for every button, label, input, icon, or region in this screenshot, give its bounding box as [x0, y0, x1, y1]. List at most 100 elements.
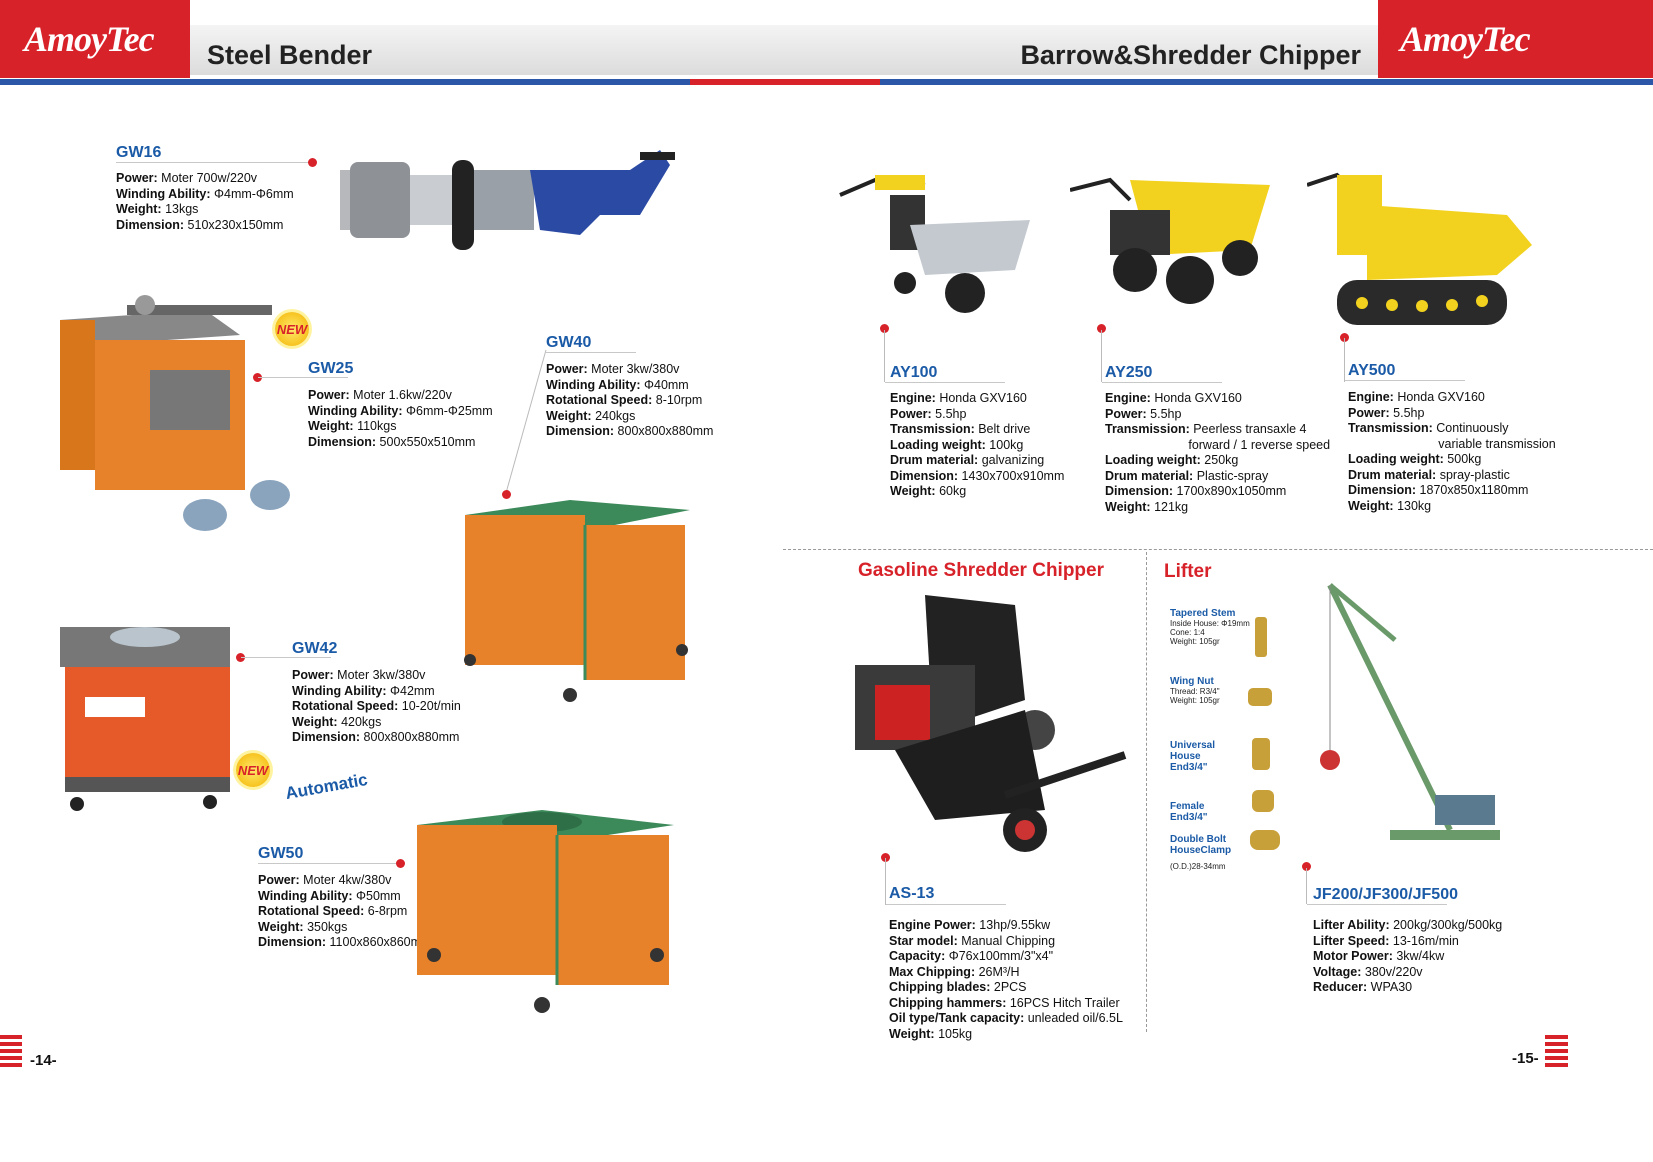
spec-row: Power: 5.5hp — [1105, 407, 1330, 423]
spec-key: Engine: — [890, 391, 936, 405]
gw16-image — [340, 150, 675, 250]
spec-key: Lifter Speed: — [1313, 933, 1390, 948]
spec-key: Voltage: — [1313, 964, 1362, 979]
spec-row: Motor Power: 3kw/4kw — [1313, 949, 1502, 965]
spec-key: Power: — [1348, 405, 1390, 420]
spec-row: Lifter Speed: 13-16m/min — [1313, 934, 1502, 950]
spec-row: Drum material: Plastic-spray — [1105, 469, 1330, 485]
left-logo: AmoyTec — [24, 19, 155, 59]
spec-row: Chipping hammers: 16PCS Hitch Trailer — [889, 996, 1123, 1012]
spec-row: Dimension: 800x800x880mm — [292, 730, 461, 746]
spec-key: Transmission: — [1105, 422, 1190, 436]
spec-value: Moter 1.6kw/220v — [349, 388, 452, 402]
spec-row: Transmission: Belt drive — [890, 422, 1064, 438]
spec-key: Loading weight: — [1105, 453, 1201, 467]
spec-value: WPA30 — [1367, 980, 1413, 994]
spec-row: Winding Ability: Φ40mm — [546, 378, 713, 394]
spec-row: Power: Moter 3kw/380v — [546, 362, 713, 378]
spec-row: Loading weight: 500kg — [1348, 452, 1556, 468]
spec-key: Dimension: — [116, 217, 185, 232]
ay500-rule — [1345, 380, 1465, 381]
spec-value: 1700x890x1050mm — [1173, 484, 1287, 498]
spec-row: Reducer: WPA30 — [1313, 980, 1502, 996]
spec-value: 105kg — [934, 1026, 973, 1041]
spec-key: Weight: — [546, 408, 592, 423]
spec-row: Winding Ability: Φ6mm-Φ25mm — [308, 404, 493, 420]
lifter-model: JF200/JF300/JF500 — [1313, 886, 1458, 903]
lifter-part-1: Tapered Stem Inside House: Φ19mm Cone: 1… — [1170, 608, 1250, 646]
shredder-leader — [885, 858, 886, 905]
lifter-dot — [1302, 862, 1311, 871]
spec-row: Dimension: 510x230x150mm — [116, 218, 294, 234]
spec-value: Honda GXV160 — [935, 391, 1027, 405]
spec-row: Weight: 420kgs — [292, 715, 461, 731]
ay250-leader — [1101, 330, 1102, 382]
spec-row: Dimension: 500x550x510mm — [308, 435, 493, 451]
spec-row: Loading weight: 250kg — [1105, 453, 1330, 469]
spec-row: Weight: 121kg — [1105, 500, 1330, 516]
gw40-model: GW40 — [546, 334, 592, 351]
tapered-stem-icon — [1255, 617, 1267, 657]
lifter-part-5-line-1: (O.D.)28-34mm — [1170, 862, 1226, 871]
spec-key: Dimension: — [258, 935, 327, 949]
spec-row: Weight: 240kgs — [546, 409, 713, 425]
spec-key: Reducer: — [1313, 980, 1368, 994]
lifter-part-1-line-1: Inside House: Φ19mm — [1170, 619, 1250, 628]
header-stripe-left — [0, 79, 690, 85]
spec-value: 100kg — [985, 437, 1024, 452]
spec-value: Moter 4kw/380v — [299, 873, 392, 887]
gw42-model: GW42 — [292, 640, 338, 657]
spec-row: Winding Ability: Φ50mm — [258, 889, 431, 905]
gw50-model: GW50 — [258, 845, 304, 862]
lifter-part-2-line-1: Thread: R3/4" — [1170, 687, 1220, 696]
ay100-dot — [880, 324, 889, 333]
spec-value: 1100x860x860mm — [326, 935, 432, 949]
left-page-number: -14- — [30, 1052, 57, 1069]
lifter-part-1-line-2: Cone: 1:4 — [1170, 628, 1205, 637]
spec-key: Rotational Speed: — [546, 393, 653, 407]
spec-row: Power: Moter 700w/220v — [116, 171, 294, 187]
spec-key: Dimension: — [890, 468, 959, 483]
spec-key: Loading weight: — [890, 437, 986, 452]
double-bolt-clamp-icon — [1250, 830, 1280, 850]
header-stripe-right — [880, 79, 1653, 85]
gw16-dot — [308, 158, 317, 167]
gw42-image — [60, 627, 230, 811]
spec-key: Max Chipping: — [889, 964, 976, 979]
spec-key: Weight: — [292, 714, 338, 729]
left-page-title: Steel Bender — [207, 40, 373, 70]
spec-row: Lifter Ability: 200kg/300kg/500kg — [1313, 918, 1502, 934]
spec-value: 5.5hp — [1146, 406, 1182, 421]
spec-row: Dimension: 1100x860x860mm — [258, 935, 431, 951]
gw42-dot — [236, 653, 245, 662]
spec-value: spray-plastic — [1436, 467, 1510, 482]
spec-key: Weight: — [889, 1026, 935, 1041]
spec-value: 3kw/4kw — [1392, 949, 1445, 963]
spec-value: 6-8rpm — [364, 904, 408, 918]
shredder-section-title: Gasoline Shredder Chipper — [858, 560, 1104, 581]
spec-value: 121kg — [1150, 499, 1189, 514]
spec-key: Winding Ability: — [258, 888, 353, 903]
spec-key: Drum material: — [890, 453, 979, 467]
right-logo: AmoyTec — [1400, 19, 1531, 59]
spec-row: Power: 5.5hp — [890, 407, 1064, 423]
ay500-model: AY500 — [1348, 362, 1396, 379]
spec-value: forward / 1 reverse speed — [1105, 437, 1331, 452]
spec-value: 240kgs — [591, 408, 636, 423]
spec-key: Power: — [258, 873, 300, 887]
spec-row: Dimension: 1870x850x1180mm — [1348, 483, 1556, 499]
lifter-part-5: Double Bolt HouseClamp (O.D.)28-34mm — [1170, 834, 1245, 871]
gw42-new-badge: NEW — [236, 753, 270, 787]
spec-row: Winding Ability: Φ4mm-Φ6mm — [116, 187, 294, 203]
spec-key: Transmission: — [890, 422, 975, 436]
spec-value: 60kg — [935, 484, 967, 498]
spec-value: 420kgs — [337, 714, 382, 729]
spec-value: 13hp/9.55kw — [975, 918, 1051, 932]
gw25-new-badge: NEW — [275, 312, 309, 346]
ay250-rule — [1102, 382, 1222, 383]
spec-value: Moter 3kw/380v — [587, 362, 680, 376]
automatic-label: Automatic — [283, 769, 370, 804]
spec-row: Oil type/Tank capacity: unleaded oil/6.5… — [889, 1011, 1123, 1027]
